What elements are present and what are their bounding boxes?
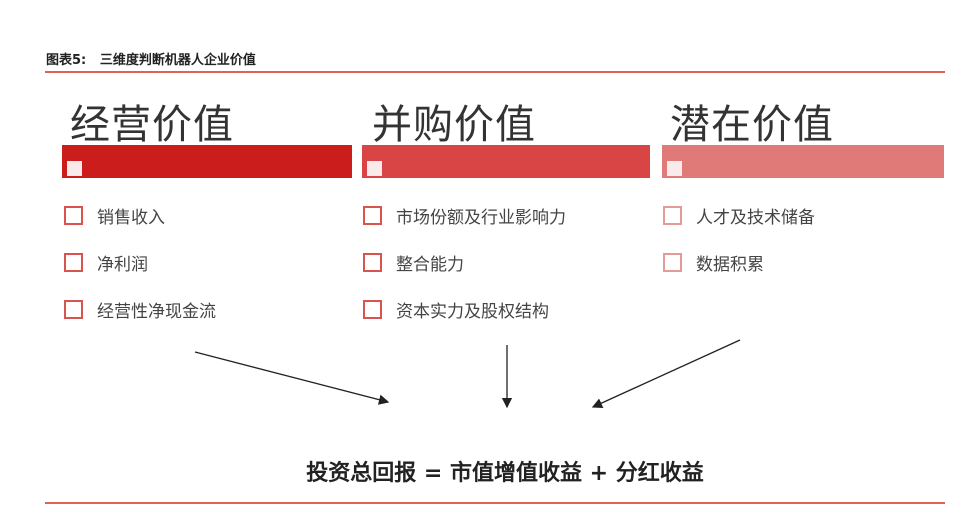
list-item: 数据积累: [663, 250, 764, 275]
ma-bar: [362, 145, 650, 178]
item-label: 销售收入: [97, 208, 165, 228]
list-item: 整合能力: [363, 250, 464, 275]
checkbox-icon: [663, 206, 682, 225]
potential-bar: [662, 145, 944, 178]
item-label: 净利润: [97, 255, 148, 275]
formula: 投资总回报 = 市值增值收益 + 分红收益: [306, 461, 704, 486]
item-label: 人才及技术储备: [696, 208, 815, 228]
list-item: 市场份额及行业影响力: [363, 203, 566, 228]
list-item: 经营性净现金流: [64, 297, 216, 322]
checkbox-icon: [363, 253, 382, 272]
list-item: 人才及技术储备: [663, 203, 815, 228]
column-title-potential: 潜在价值: [670, 102, 834, 148]
checkbox-icon: [64, 300, 83, 319]
bottom-divider: [45, 502, 945, 504]
top-divider: [45, 71, 945, 73]
list-item: 净利润: [64, 250, 148, 275]
item-label: 整合能力: [396, 255, 464, 275]
column-title-operating: 经营价值: [70, 102, 234, 148]
checkbox-icon: [64, 206, 83, 225]
checkbox-icon: [663, 253, 682, 272]
checkbox-icon: [363, 300, 382, 319]
square-icon: [67, 161, 82, 176]
item-label: 资本实力及股权结构: [396, 302, 549, 322]
checkbox-icon: [64, 253, 83, 272]
figure-title: 图表5: 三维度判断机器人企业价值: [46, 53, 256, 68]
column-title-ma: 并购价值: [372, 102, 536, 148]
list-item: 销售收入: [64, 203, 165, 228]
item-label: 经营性净现金流: [97, 302, 216, 322]
item-label: 市场份额及行业影响力: [396, 208, 566, 228]
arrow-right: [591, 339, 741, 408]
square-icon: [367, 161, 382, 176]
checkbox-icon: [363, 206, 382, 225]
square-icon: [667, 161, 682, 176]
list-item: 资本实力及股权结构: [363, 297, 549, 322]
operating-bar: [62, 145, 352, 178]
item-label: 数据积累: [696, 255, 764, 275]
arrow-left: [194, 351, 390, 405]
